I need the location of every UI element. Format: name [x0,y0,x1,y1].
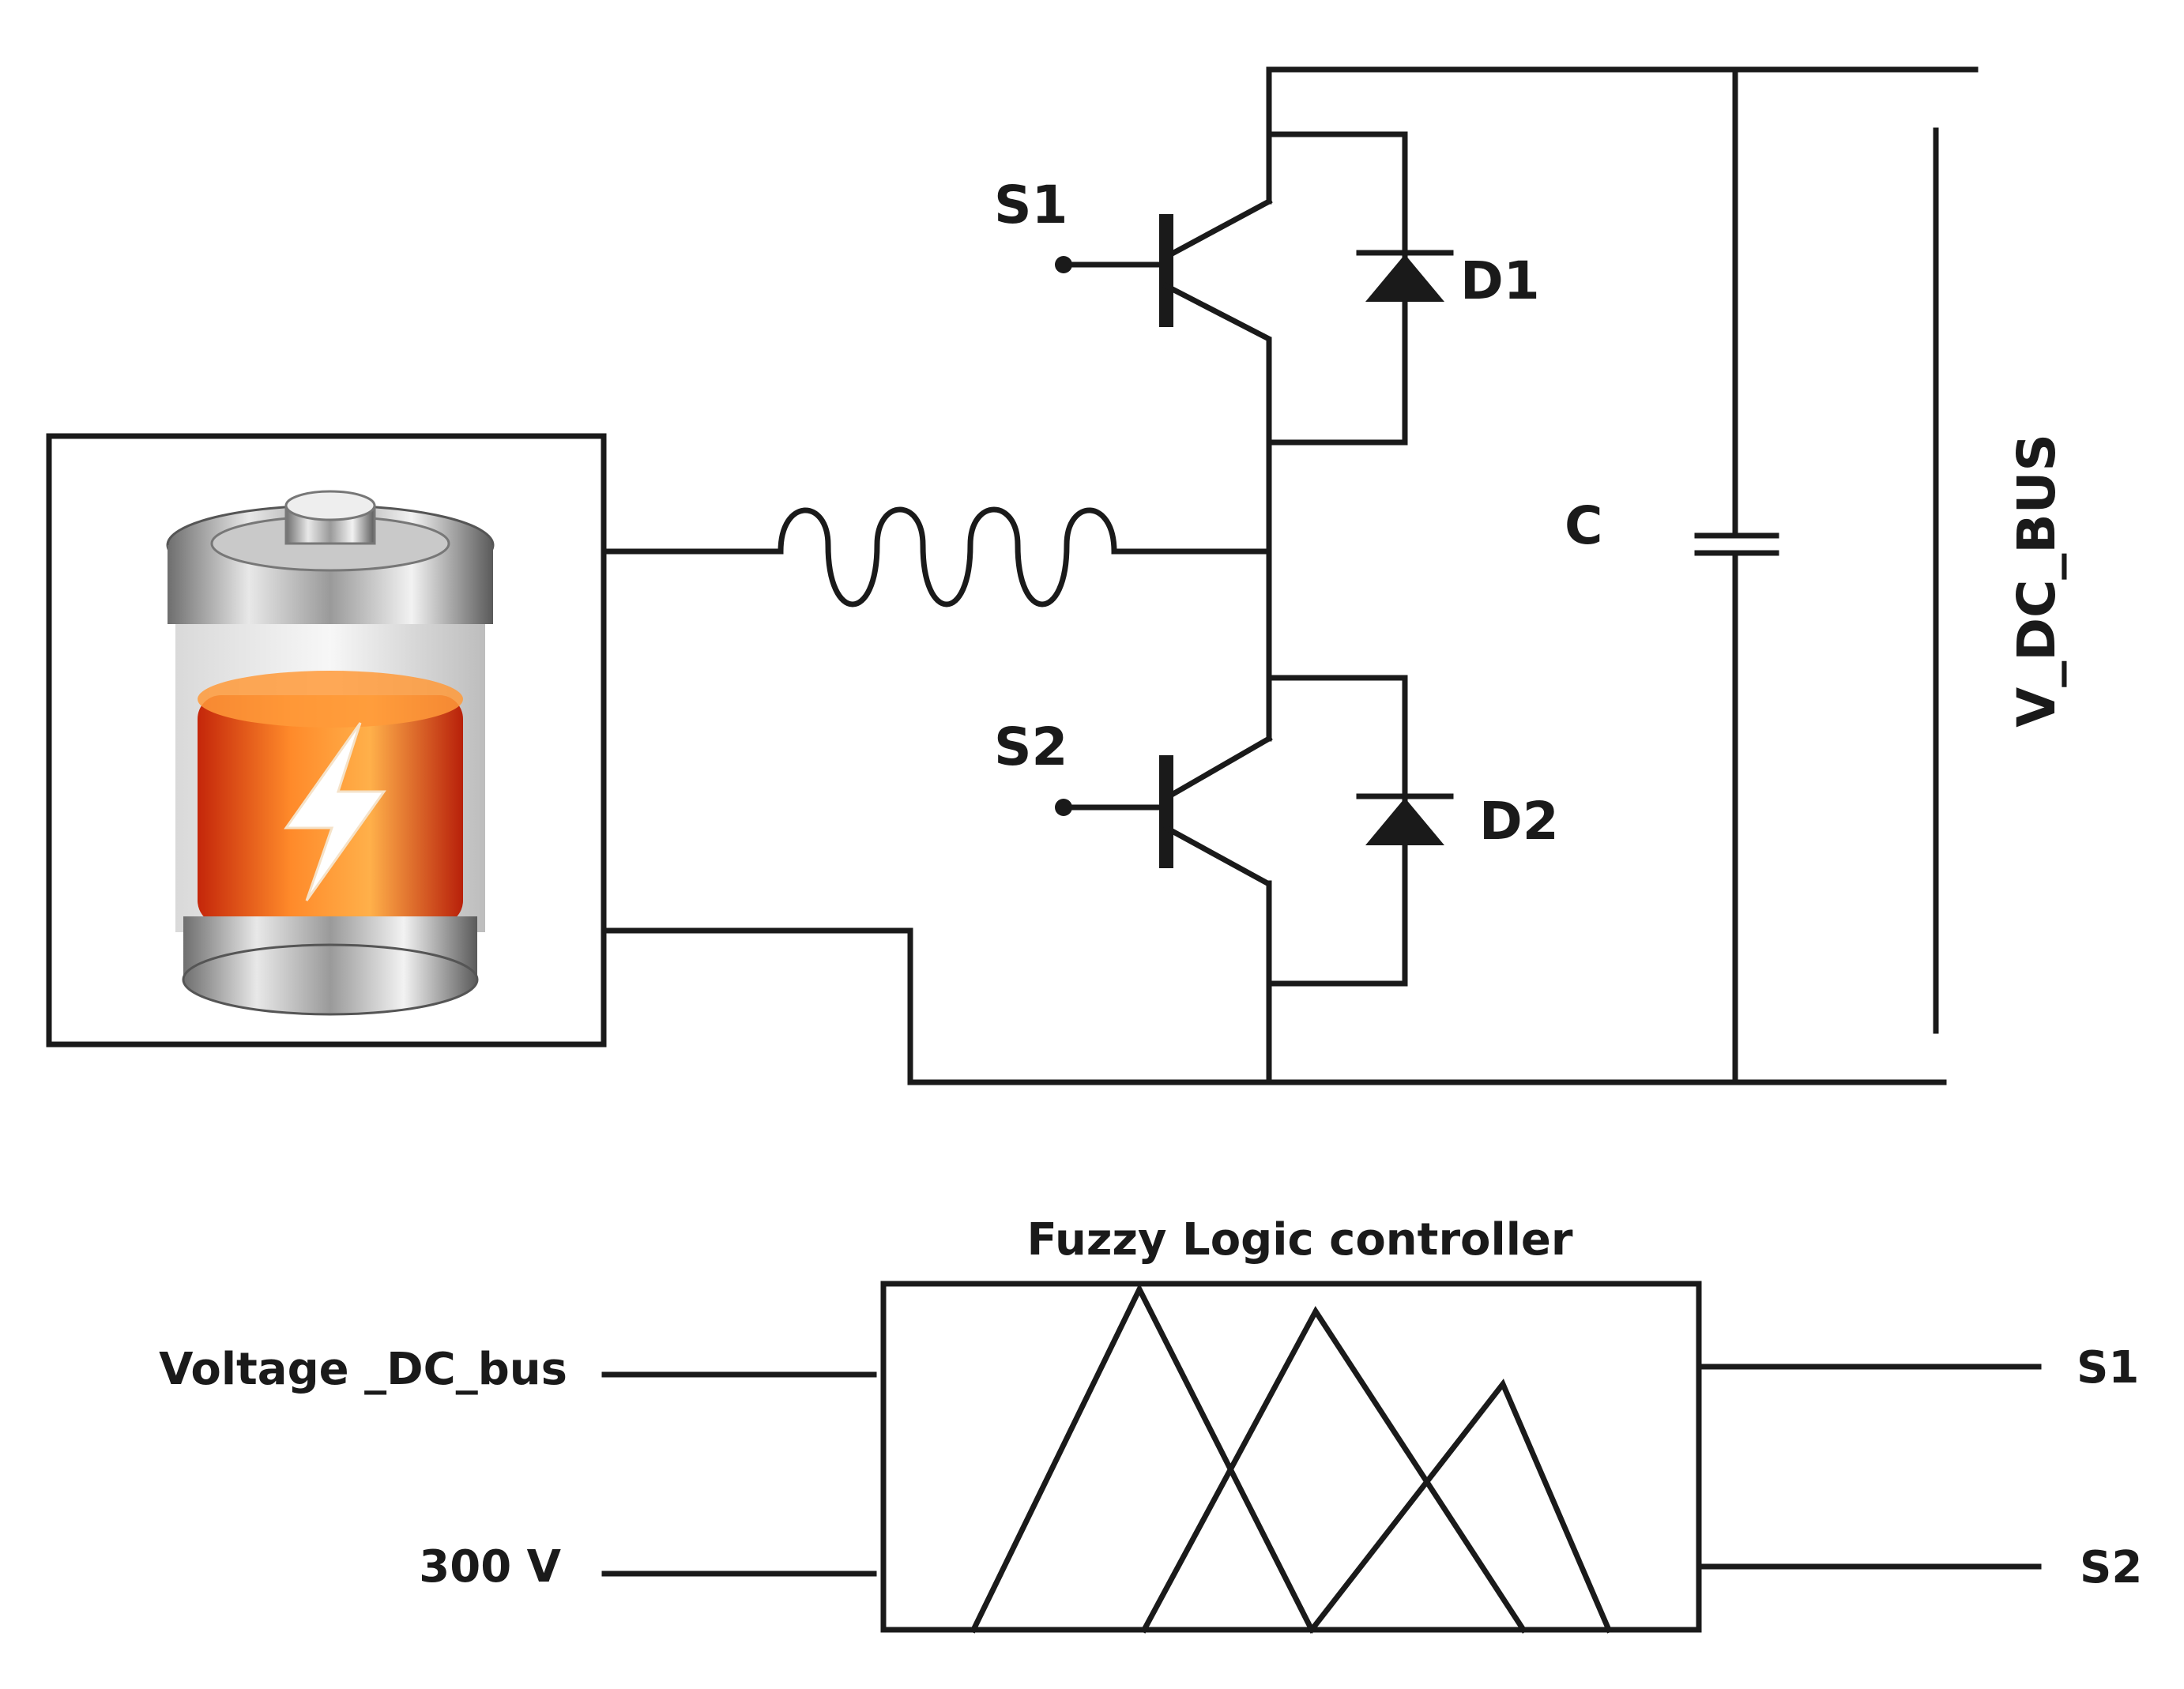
capacitor-c [1694,66,1779,1085]
label-s2: S2 [994,717,1068,777]
input-voltage-dc-bus-label: Voltage _DC_bus [159,1344,567,1395]
diode-d1 [1266,131,1454,446]
fuzzy-controller-block [880,1281,1702,1633]
switch-s2 [1055,548,1273,1085]
battery-charging-icon [166,490,495,1016]
switch-s1 [1055,197,1273,555]
label-d2: D2 [1479,791,1559,852]
inductor [778,506,1117,608]
diode-d2 [1266,675,1454,987]
membership-functions [970,1283,1613,1634]
output-s2-label: S2 [2080,1542,2142,1593]
output-s1-label: S1 [2077,1342,2139,1394]
label-s1: S1 [994,175,1068,235]
battery-box [46,433,607,1048]
label-d1: D1 [1460,250,1540,311]
label-c: C [1565,495,1602,556]
label-vdc-bus: V_DC_BUS [2006,434,2067,728]
wire-battery-negative [601,927,1947,1085]
controller-title: Fuzzy Logic controller [1026,1214,1572,1266]
dc-bus-top-rail [1266,66,1979,205]
input-300v-label: 300 V [419,1541,561,1593]
